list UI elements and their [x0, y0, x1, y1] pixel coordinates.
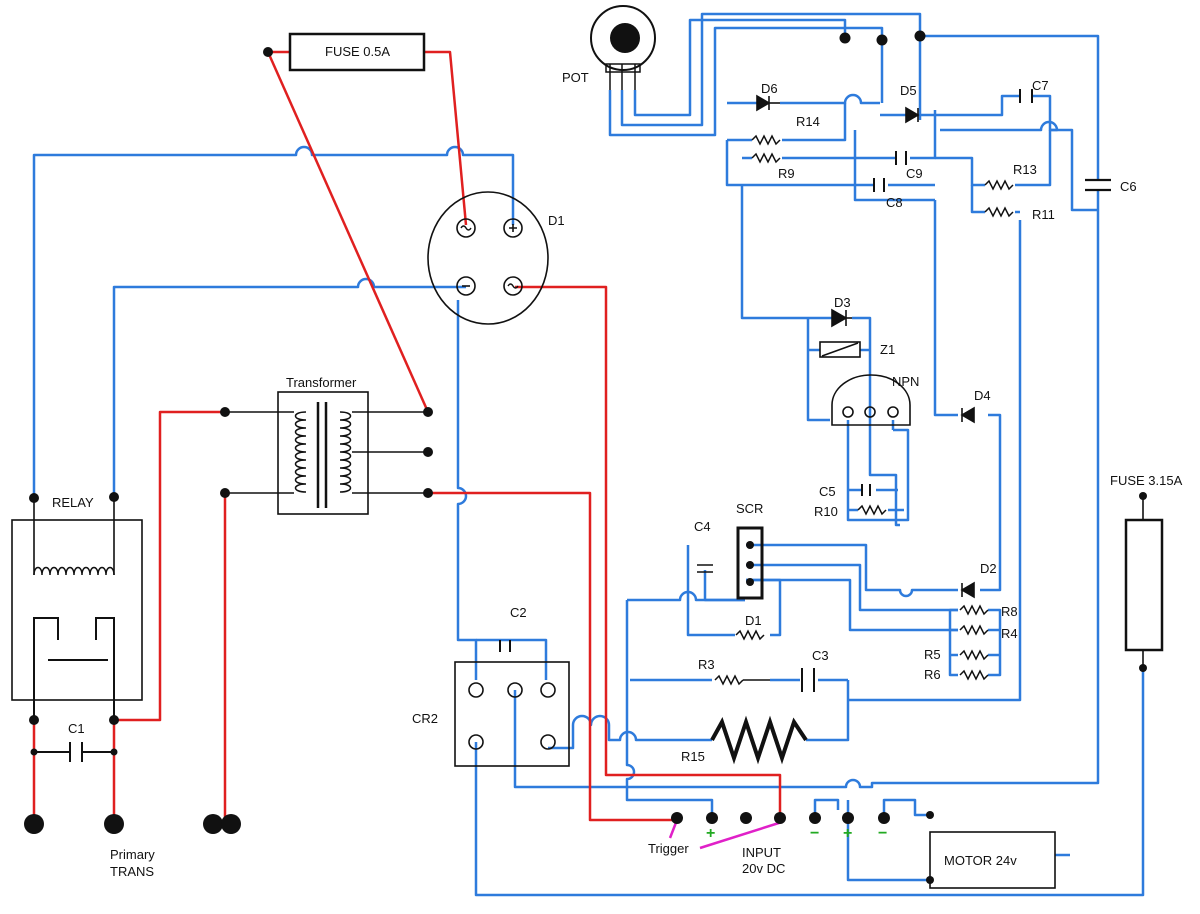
- input-label-line1: INPUT: [742, 845, 781, 860]
- fuse-small: [288, 32, 426, 72]
- relay-cr2-body: [454, 661, 570, 767]
- cap-c4-label: C4: [694, 519, 711, 534]
- res-r15-label: R15: [681, 749, 705, 764]
- motor-minus-marker-a: −: [810, 825, 820, 842]
- cap-c6-label: C6: [1120, 179, 1137, 194]
- res-r4-label: R4: [1001, 626, 1018, 641]
- res-r3-label: R3: [698, 657, 715, 672]
- primary-label-line2: TRANS: [110, 864, 155, 879]
- res-r8-label: R8: [1001, 604, 1018, 619]
- cap-c1-label: C1: [68, 721, 85, 736]
- res-r9-label: R9: [778, 166, 795, 181]
- diode-d5-label: D5: [900, 83, 917, 98]
- cap-c7-label: C7: [1032, 78, 1049, 93]
- fuse-small-label: FUSE 0.5A: [325, 44, 391, 59]
- res-r10-label: R10: [814, 504, 838, 519]
- diode-d1-small-label: D1: [745, 613, 762, 628]
- motor-minus-marker-b: −: [878, 825, 888, 842]
- npn-transistor: [831, 374, 911, 426]
- pot-label: POT: [562, 70, 589, 85]
- res-r14-label: R14: [796, 114, 820, 129]
- diode-d2-label: D2: [980, 561, 997, 576]
- relay-cr2-label: CR2: [412, 711, 439, 726]
- potentiometer: [590, 5, 656, 71]
- trigger-label: Trigger: [648, 841, 689, 856]
- cap-c3-label: C3: [812, 648, 829, 663]
- bridge-terminal-minus: [456, 276, 476, 296]
- junction-dots: [24, 30, 1147, 884]
- res-r6-label: R6: [924, 667, 941, 682]
- bridge-label: D1: [548, 213, 565, 228]
- res-r11-label: R11: [1032, 207, 1055, 222]
- res-r5-label: R5: [924, 647, 941, 662]
- fuse-big: [1124, 518, 1164, 652]
- zener-z1-label: Z1: [880, 342, 896, 357]
- bridge-terminal-plus: [503, 218, 523, 238]
- bridge-terminal-ac2: [503, 276, 523, 296]
- primary-label-line1: Primary: [110, 847, 155, 862]
- motor-plus-marker: +: [843, 825, 853, 842]
- diode-d6-label: D6: [761, 81, 778, 96]
- components: [11, 5, 1164, 889]
- bridge-rectifier: [427, 191, 549, 325]
- diode-d4-label: D4: [974, 388, 991, 403]
- cap-c9-label: C9: [906, 166, 923, 181]
- cap-c5-label: C5: [819, 484, 836, 499]
- red-wires: [32, 50, 782, 822]
- diode-d3-label: D3: [834, 295, 851, 310]
- res-r13-label: R13: [1013, 162, 1037, 177]
- relay-body: [11, 519, 143, 701]
- transformer-label: Transformer: [286, 375, 357, 390]
- bridge-terminal-ac1: [456, 218, 476, 238]
- scr-body: [736, 526, 764, 600]
- cap-c2-label: C2: [510, 605, 527, 620]
- input-label-line2: 20v DC: [742, 861, 786, 876]
- transformer-body: [277, 391, 369, 515]
- motor-body: [929, 831, 1056, 889]
- motor-label: MOTOR 24v: [944, 853, 1017, 868]
- input-plus-marker: +: [706, 825, 716, 842]
- fuse-big-label: FUSE 3.15A: [1110, 473, 1183, 488]
- relay-label: RELAY: [52, 495, 94, 510]
- transistor-label: NPN: [892, 374, 920, 389]
- scr-label: SCR: [736, 501, 764, 516]
- blue-wires: [32, 12, 1145, 897]
- cap-c8-label: C8: [886, 195, 903, 210]
